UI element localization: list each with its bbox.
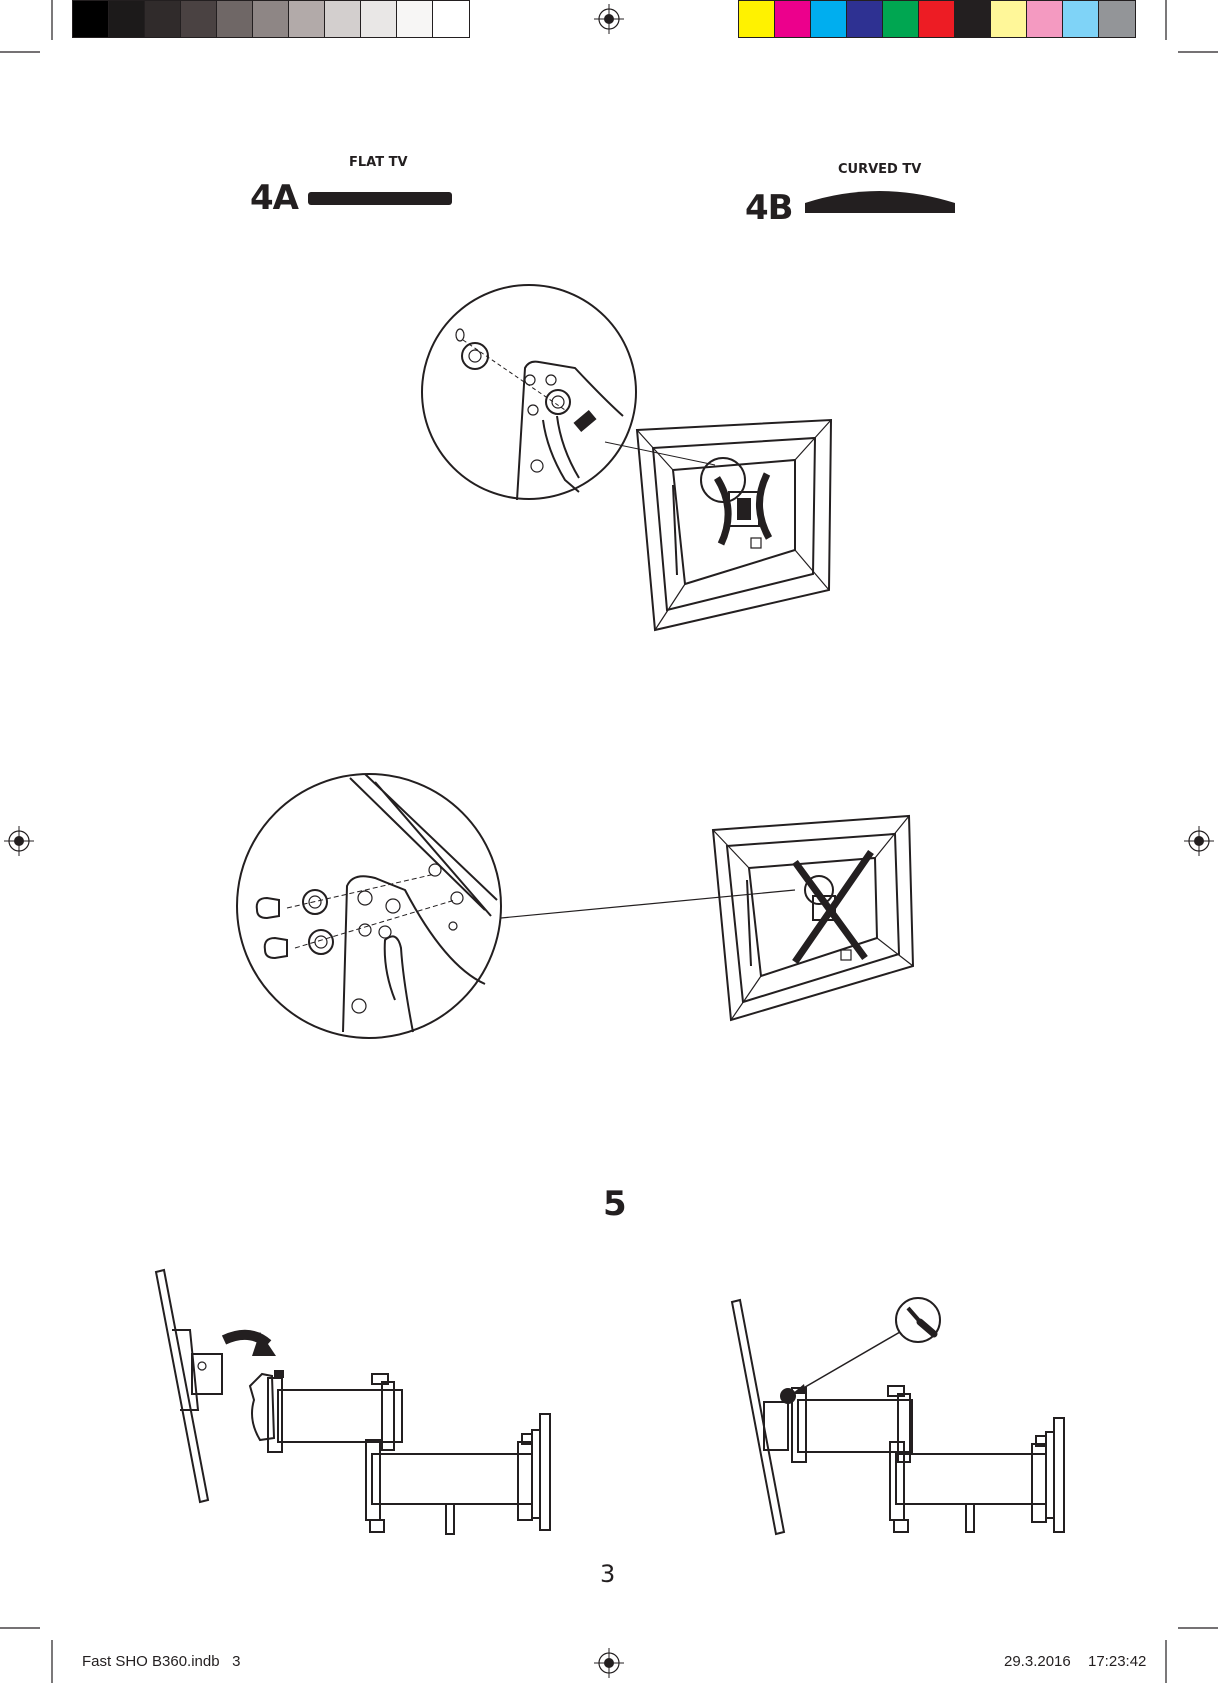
- footer-date: 29.3.2016: [1004, 1653, 1071, 1670]
- curved-tv-icon: [803, 185, 958, 215]
- tighten-screw-illustration: [728, 1292, 1108, 1552]
- registration-mark-icon: [4, 826, 34, 856]
- hang-tv-on-arm-illustration: [150, 1270, 560, 1530]
- registration-mark-icon: [1184, 826, 1214, 856]
- registration-mark-icon: [594, 1648, 624, 1678]
- flat-tv-mounting-illustration: [415, 280, 865, 640]
- footer-time: 17:23:42: [1088, 1653, 1146, 1670]
- registration-mark-icon: [594, 4, 624, 34]
- step-4a-label: 4A: [250, 178, 298, 218]
- curved-tv-label: CURVED TV: [838, 162, 921, 177]
- curved-tv-mounting-illustration: [235, 770, 915, 1070]
- step-4b-label: 4B: [745, 188, 793, 228]
- flat-tv-icon: [308, 192, 453, 208]
- step-5-label: 5: [603, 1184, 626, 1224]
- footer-file-name: Fast SHO B360.indb 3: [82, 1653, 240, 1670]
- flat-tv-label: FLAT TV: [349, 155, 408, 170]
- page-number: 3: [600, 1560, 615, 1588]
